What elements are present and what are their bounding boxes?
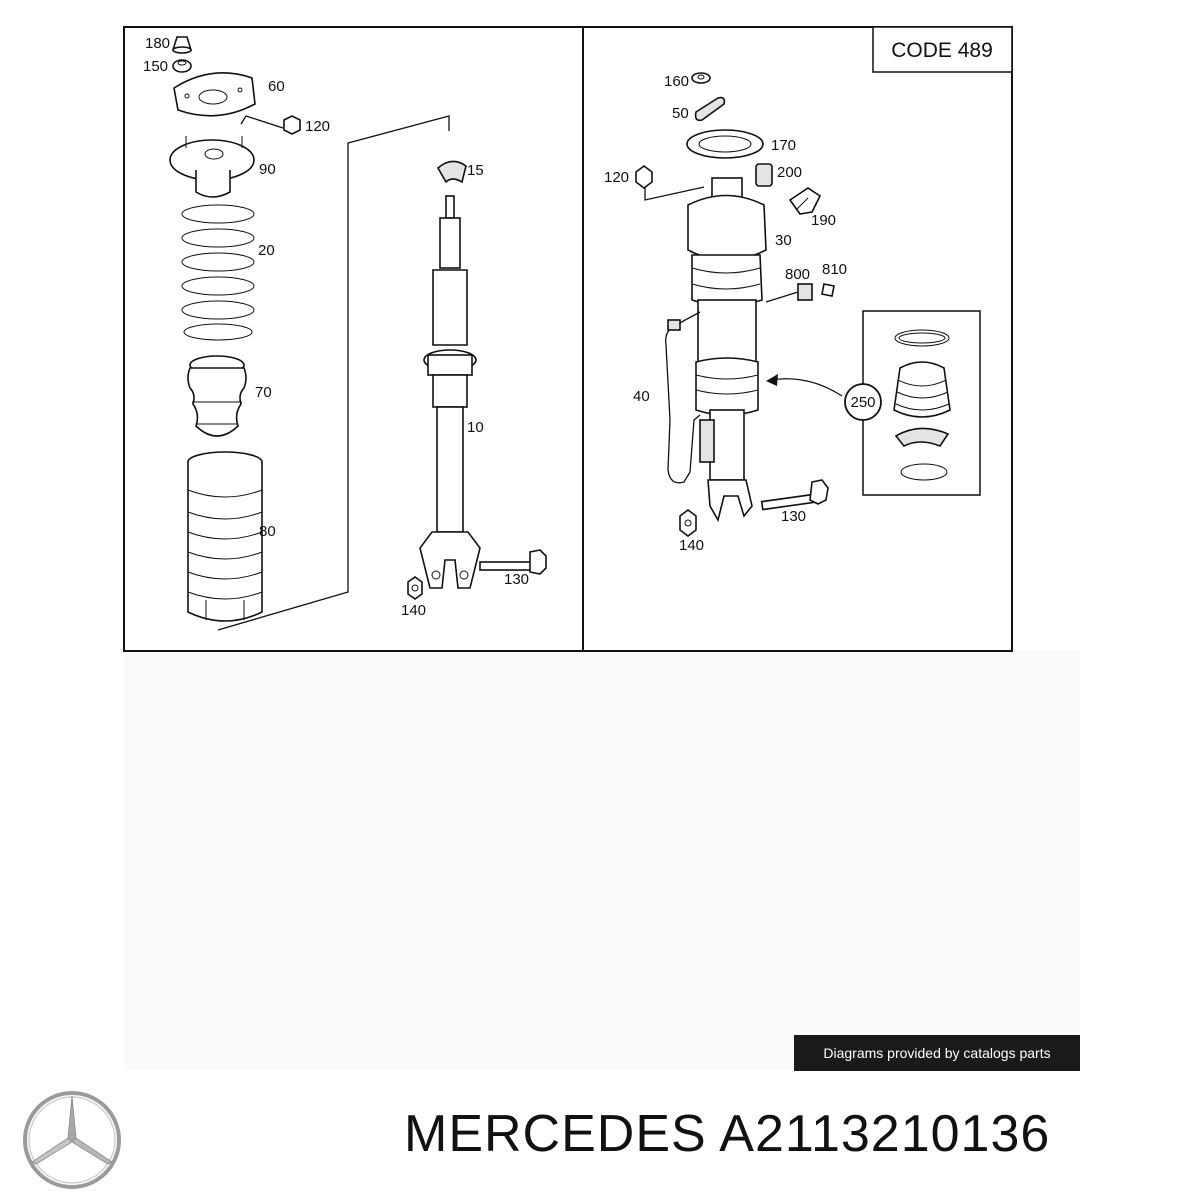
label-200: 200 [777,164,802,181]
label-190: 190 [811,212,836,229]
label-15: 15 [467,162,484,179]
part-200-valve [755,163,773,187]
label-800: 800 [785,266,810,283]
label-140-right: 140 [679,537,704,554]
part-title: MERCEDES A2113210136 [404,1104,1050,1164]
part-180-cap [171,36,193,54]
label-150: 150 [143,58,168,75]
part-90-bearing [169,136,255,198]
part-70-bump-stop [187,355,247,437]
label-60: 60 [268,78,285,95]
part-140-nut-left [407,576,423,600]
label-810: 810 [822,261,847,278]
label-130-left: 130 [504,571,529,588]
part-170-gasket [686,129,764,159]
part-800-connector [765,283,813,303]
diagram-credit-badge: Diagrams provided by catalogs parts [794,1035,1080,1071]
part-130-bolt-left [479,549,547,575]
lower-panel-background [124,650,1080,1070]
part-140-nut-right [679,509,697,537]
label-10: 10 [467,419,484,436]
part-80-dust-boot [187,451,263,622]
leader-80 [217,115,450,631]
label-120-right: 120 [604,169,629,186]
part-120-nut-left [283,115,301,135]
right-assembly [635,72,981,537]
leader-120-right [644,186,705,201]
part-40-sensor-cable [665,311,701,484]
label-40: 40 [633,388,650,405]
code-box [872,26,1013,73]
part-120-nut-right [635,165,653,189]
left-assembly [169,36,547,631]
label-120-left: 120 [305,118,330,135]
label-180: 180 [145,35,170,52]
label-130-right: 130 [781,508,806,525]
part-810-plug [821,283,835,297]
label-140-left: 140 [401,602,426,619]
label-70: 70 [255,384,272,401]
label-160: 160 [664,73,689,90]
brand-name: MERCEDES [404,1105,707,1163]
label-170: 170 [771,137,796,154]
part-130-bolt-right [760,479,829,511]
label-80: 80 [259,523,276,540]
leader-120-left [240,115,284,129]
part-160-washer [691,72,711,84]
part-60-top-mount [173,72,256,117]
part-10-shock-absorber [419,195,481,589]
part-number: A2113210136 [719,1105,1051,1163]
mercedes-star-icon [23,1091,121,1189]
label-20: 20 [258,242,275,259]
label-30: 30 [775,232,792,249]
part-30-air-strut [687,177,767,523]
label-250: 250 [850,394,875,411]
part-150-nut [172,59,192,73]
part-50-plate [694,96,726,122]
arrow-head-icon [766,374,778,386]
part-20-coil-spring [181,204,255,341]
label-50: 50 [672,105,689,122]
label-90: 90 [259,161,276,178]
kit-250-parts [893,329,951,481]
part-190-fitting [788,187,822,215]
part-15-clip [436,160,467,184]
code-label: CODE 489 [891,39,993,62]
label-250-circle [844,383,882,421]
parts-diagram: CODE 489 [123,26,1013,652]
